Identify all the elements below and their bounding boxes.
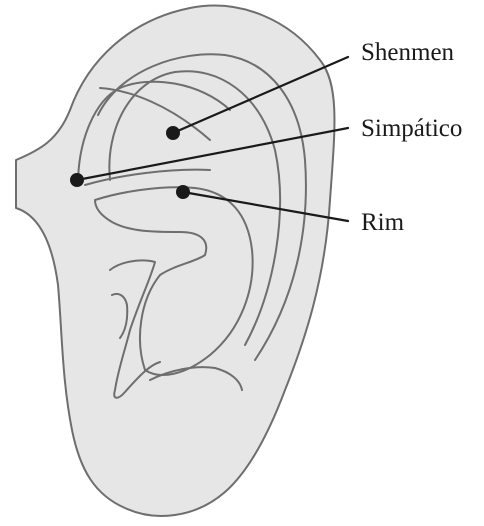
label-simpatico: Simpático <box>361 115 462 142</box>
point-rim <box>176 185 190 199</box>
label-rim: Rim <box>361 209 405 236</box>
point-simpatico <box>70 173 84 187</box>
label-shenmen: Shenmen <box>361 39 455 66</box>
point-shenmen <box>166 126 180 140</box>
ear-outline <box>16 6 334 516</box>
